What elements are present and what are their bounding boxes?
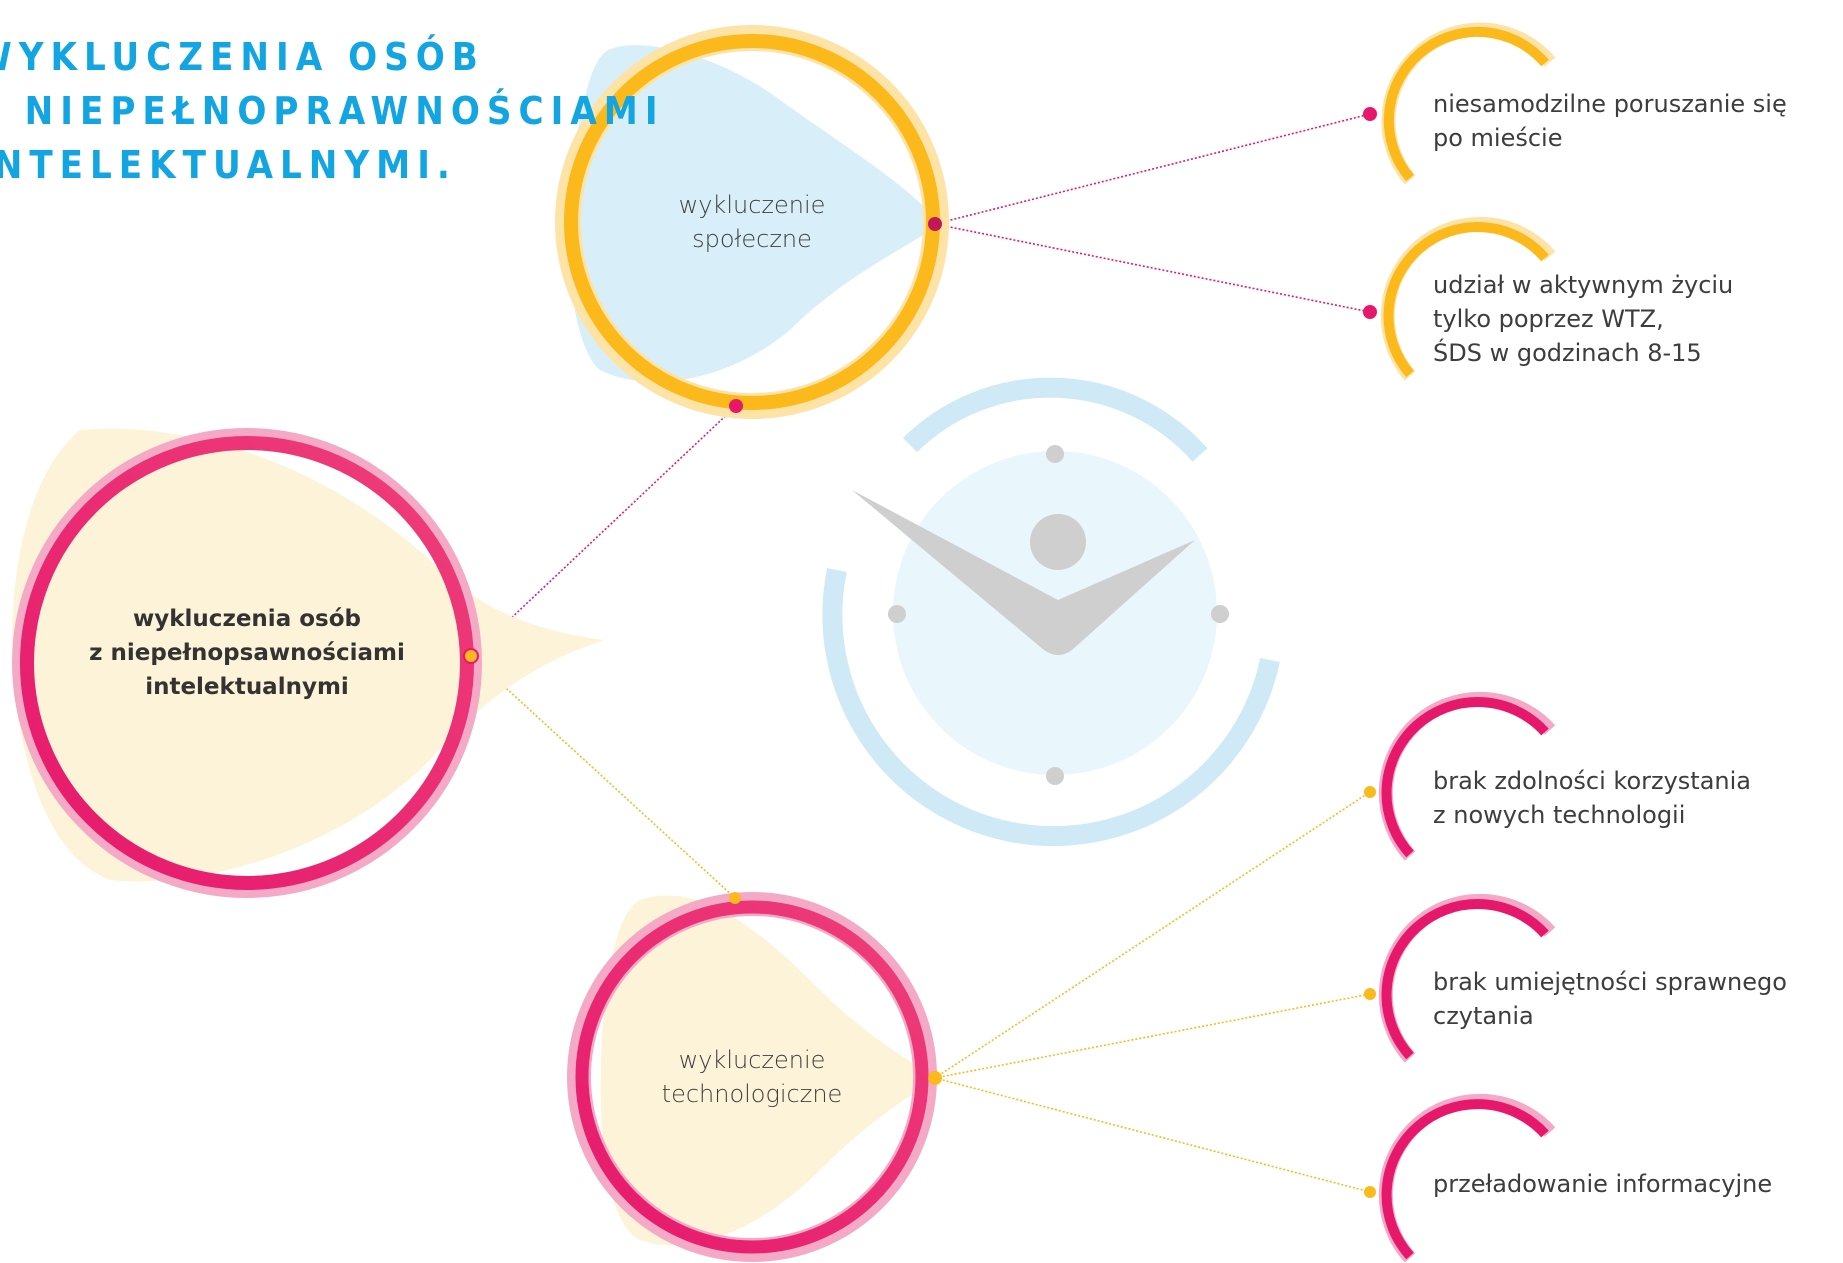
social-item-mobility: niesamodzilne poruszanie się po mieście: [1433, 90, 1787, 152]
social-exclusion-label: wykluczenie społeczne: [678, 191, 826, 253]
connector-dots: [463, 107, 1377, 1198]
tech-exclusion-label: wykluczenie technologiczne: [661, 1046, 843, 1108]
social-item-activity: udział w aktywnym życiu tylko poprzez WT…: [1433, 271, 1734, 367]
leaf-arcs: [1378, 22, 1556, 1263]
connector-lines: [470, 113, 1371, 1193]
main-exclusion-label: wykluczenia osób z niepełnopsawnościami …: [89, 606, 405, 700]
tech-item-reading: brak umiejętności sprawnego czytania: [1433, 968, 1787, 1030]
title-line: WYKLUCZENIA OSÓB: [0, 35, 485, 79]
title-line: INTELEKTUALNYMI.: [0, 143, 457, 187]
tech-item-new-technologies: brak zdolności korzystania z nowych tech…: [1433, 767, 1752, 829]
title-line: Z NIEPEŁNOPRAWNOŚCIAMI: [0, 89, 665, 133]
tech-item-information-overload: przeładowanie informacyjne: [1433, 1170, 1773, 1198]
tech-exclusion-node: [567, 892, 940, 1262]
clock-person-icon: [822, 377, 1280, 847]
page-title: WYKLUCZENIA OSÓB Z NIEPEŁNOPRAWNOŚCIAMI …: [0, 30, 665, 192]
